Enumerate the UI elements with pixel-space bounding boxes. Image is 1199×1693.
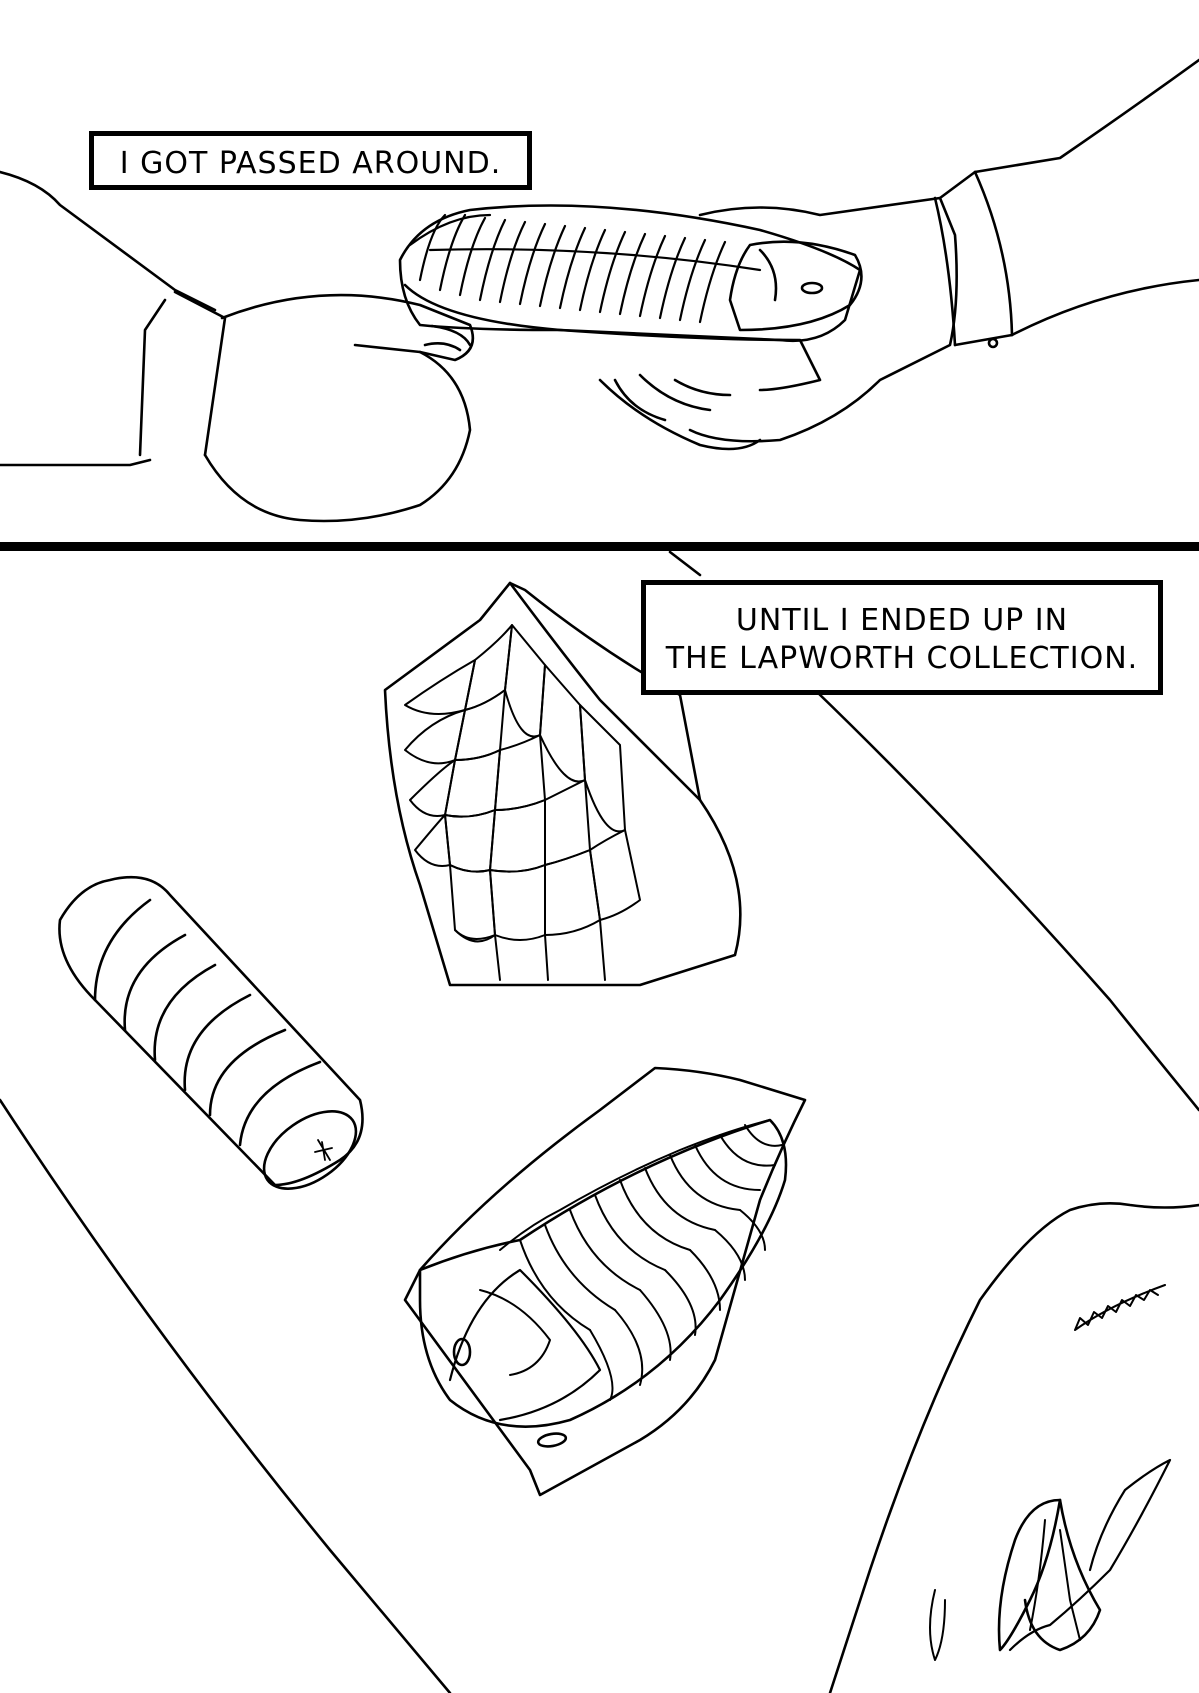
plant-leaf-fossil: [828, 1202, 1199, 1693]
crinoid-stem-fossil: [58, 875, 364, 1190]
panel-2-caption-box: UNTIL I ENDED UP IN THE LAPWORTH COLLECT…: [641, 580, 1163, 695]
panel-divider: [0, 542, 1199, 551]
panel-1-caption-box: I GOT PASSED AROUND.: [89, 131, 532, 190]
hands-holding-trilobite-fossil-illustration: [0, 58, 1199, 523]
fish-scale-fossil: [383, 581, 742, 987]
panel-2-caption-line-2: THE LAPWORTH COLLECTION.: [665, 640, 1139, 676]
panel-2-caption-line-1: UNTIL I ENDED UP IN: [735, 603, 1069, 638]
trilobite-fossil: [403, 1066, 807, 1497]
panel-1-caption-text: I GOT PASSED AROUND.: [119, 146, 502, 181]
